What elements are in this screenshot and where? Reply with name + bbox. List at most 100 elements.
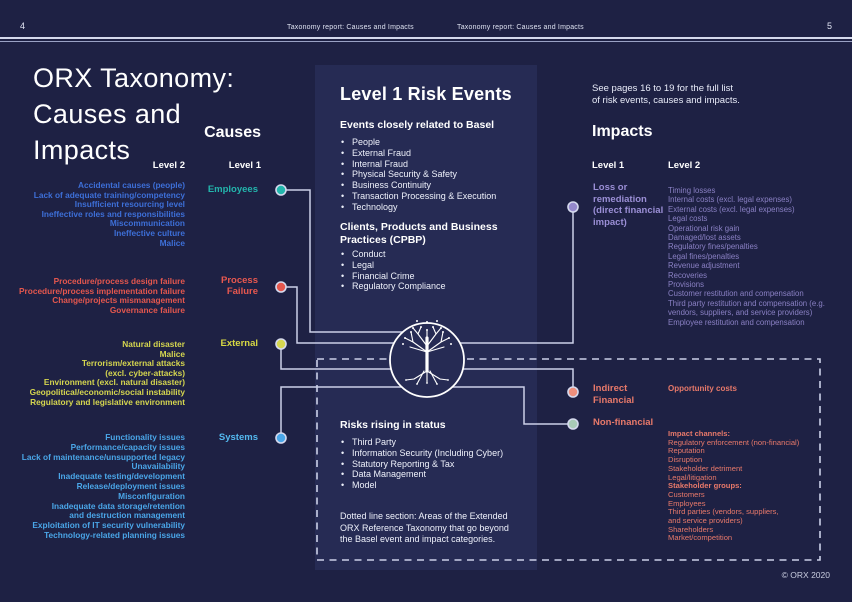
cpbp-event-list: ConductLegalFinancial CrimeRegulatory Co… — [340, 249, 446, 292]
cause-level2-item: Technology-related planning issues — [44, 529, 185, 540]
cpbp-event-item: Legal — [340, 260, 446, 271]
cause-level2-item: Lack of maintenance/unsupported legacy — [21, 451, 185, 462]
impact-level2-item: Stakeholder detriment — [668, 463, 743, 473]
panel-title: Level 1 Risk Events — [340, 84, 512, 104]
cause-level2-item: (excl. cyber-attacks) — [105, 367, 185, 378]
cause-level2-item: Misconfiguration — [118, 490, 185, 501]
rising-risk-item: Information Security (Including Cyber) — [340, 448, 503, 459]
header-rule-thin — [0, 41, 852, 42]
cpbp-heading: Clients, Products and Business Practices… — [340, 221, 498, 246]
loss-remediation-node-dot — [567, 201, 579, 213]
basel-event-list: PeopleExternal FraudInternal FraudPhysic… — [340, 137, 496, 213]
cause-level2-item: Release/deployment issues — [76, 480, 185, 491]
cause-level2-item: Malice — [159, 348, 185, 359]
basel-event-item: Transaction Processing & Execution — [340, 191, 496, 202]
impacts-level1-indirect-label: Indirect Financial — [593, 383, 635, 406]
impact-level2-item: vendors, suppliers, and service provider… — [668, 308, 813, 318]
impact-level2-item: Revenue adjustment — [668, 261, 740, 271]
impact-level2-item: External costs (excl. legal expenses) — [668, 204, 795, 214]
running-title-right: Taxonomy report: Causes and Impacts — [457, 24, 584, 31]
impact-level2-item: Regulatory fines/penalties — [668, 242, 758, 252]
non-financial-node-dot — [567, 418, 579, 430]
copyright: © ORX 2020 — [781, 570, 830, 580]
employees-node-dot — [275, 184, 287, 196]
impact-level2-item: Customer restitution and compensation — [668, 289, 804, 299]
indirect-financial-node-dot — [567, 386, 579, 398]
cpbp-event-item: Financial Crime — [340, 271, 446, 282]
cause-level2-item: Procedure/process implementation failure — [19, 285, 185, 296]
cause-level2-item: Miscommunication — [109, 218, 185, 229]
impact-level2-item: Impact channels: — [668, 429, 731, 438]
impact-level2-item: Legal fines/penalties — [668, 251, 740, 261]
page-number-right: 5 — [826, 21, 832, 31]
cause-level2-item: Exploitation of IT security vulnerabilit… — [32, 520, 185, 531]
impact-level2-item: Recoveries — [668, 270, 707, 280]
causes-level1-process-failure-label: Process Failure — [221, 275, 258, 297]
impact-level2-item: Provisions — [668, 280, 704, 290]
page-number-left: 4 — [20, 21, 26, 31]
causes-heading: Causes — [204, 124, 261, 141]
causes-level1-column-label: Level 1 — [228, 160, 261, 171]
header-rule-thick — [0, 37, 852, 39]
impacts-level2-nonfinancial-list: Impact channels:Regulatory enforcement (… — [668, 429, 850, 543]
impacts-level2-column-label: Level 2 — [668, 160, 701, 171]
cause-level2-item: Ineffective culture — [113, 227, 185, 238]
systems-node-dot — [275, 432, 287, 444]
rising-risk-item: Statutory Reporting & Tax — [340, 459, 503, 470]
running-title-left: Taxonomy report: Causes and Impacts — [287, 24, 414, 31]
impact-level2-item: Stakeholder groups: — [668, 481, 742, 491]
dotted-line-note: Dotted line section: Areas of the Extend… — [340, 511, 509, 544]
cause-level2-item: Procedure/process design failure — [53, 276, 185, 286]
basel-event-item: External Fraud — [340, 148, 496, 159]
impact-level2-item: Regulatory enforcement (non-financial) — [668, 437, 800, 447]
impact-level2-item: Market/competition — [668, 533, 733, 543]
rising-risk-item: Third Party — [340, 437, 503, 448]
impact-level2-item: Legal/litigation — [668, 472, 717, 482]
impact-level2-item: Timing losses — [668, 186, 716, 195]
impacts-level1-nonfinancial-label: Non-financial — [593, 417, 654, 428]
impact-level2-item: Employee restitution and compensation — [668, 317, 805, 327]
see-pages-note: See pages 16 to 19 for the full list of … — [592, 83, 740, 106]
cause-level2-item: Environment (excl. natural disaster) — [43, 377, 185, 388]
basel-event-item: People — [340, 137, 496, 148]
causes-level1-employees-label: Employees — [207, 184, 258, 195]
cause-level2-item: Geopolitical/economic/social instability — [29, 386, 185, 397]
impacts-level1-loss-label: Loss or remediation (direct financial im… — [593, 182, 664, 228]
cause-level2-item: Inadequate data storage/retention — [51, 500, 185, 511]
page-title: ORX Taxonomy: Causes and Impacts — [33, 63, 235, 165]
basel-event-item: Business Continuity — [340, 180, 496, 191]
cpbp-event-item: Regulatory Compliance — [340, 281, 446, 292]
cause-level2-item: Insufficient resourcing level — [74, 199, 185, 210]
rising-heading: Risks rising in status — [340, 419, 446, 431]
causes-level1-systems-label: Systems — [218, 432, 258, 443]
impact-level2-item: Legal costs — [668, 214, 708, 224]
process-failure-node-dot — [275, 281, 287, 293]
cause-level2-item: Inadequate testing/development — [58, 471, 185, 482]
impact-level2-item: Damaged/lost assets — [668, 233, 741, 243]
basel-event-item: Technology — [340, 202, 496, 213]
cause-level2-item: Lack of adequate training/competency — [33, 189, 185, 200]
cause-level2-item: Change/projects mismanagement — [52, 295, 185, 306]
causes-level2-employees-list: Accidental causes (people)Lack of adequa… — [0, 180, 185, 248]
rising-risk-list: Third PartyInformation Security (Includi… — [340, 437, 503, 491]
cause-level2-item: Natural disaster — [122, 339, 185, 349]
impact-level2-item: Employees — [668, 498, 706, 508]
causes-level1-external-label: External — [220, 338, 259, 349]
cause-level2-item: Ineffective roles and responsibilities — [41, 208, 185, 219]
causes-level2-column-label: Level 2 — [152, 160, 185, 171]
cause-level2-item: Functionality issues — [105, 432, 185, 442]
cause-level2-item: and destruction management — [69, 510, 185, 521]
basel-event-item: Physical Security & Safety — [340, 169, 496, 180]
rising-risk-item: Data Management — [340, 469, 503, 480]
impact-level2-item: Disruption — [668, 455, 703, 465]
impact-level2-item: Customers — [668, 489, 705, 499]
impacts-level2-opportunity-costs: Opportunity costs — [668, 384, 737, 393]
impact-level2-item: Third parties (vendors, suppliers, — [668, 507, 779, 517]
impact-level2-item: Reputation — [668, 446, 705, 456]
impact-level2-item: Internal costs (excl. legal expenses) — [668, 195, 792, 205]
